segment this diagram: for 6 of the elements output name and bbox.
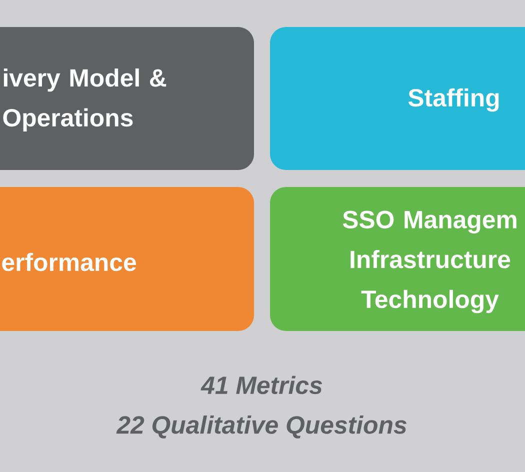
category-box: erformance bbox=[0, 186, 254, 331]
category-box: Staffing bbox=[270, 27, 525, 170]
summary-text: 41 Metrics bbox=[200, 376, 322, 394]
category-box: ivery Model & Operations bbox=[0, 27, 254, 170]
summary-text: 22 Qualitative Questions bbox=[116, 416, 406, 438]
category-box: SSO Managem Infrastructure Technology bbox=[270, 186, 525, 331]
